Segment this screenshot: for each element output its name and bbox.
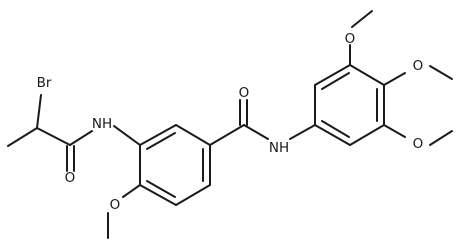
bond-ring2-ome-right [383,72,406,86]
bond-nh-ring [113,125,141,146]
ring1-inner-bond-3 [146,180,176,198]
bond-nh2-ring [289,124,316,140]
ring2-bond-e [349,124,385,146]
atom-labels: Br O NH O O NH O O O [37,31,424,213]
ring1-bond-b [175,124,211,146]
bond-ring2-ome-bottom [383,124,406,138]
bond-ome-bottom-methyl [429,130,453,146]
ring2-inner-bond-1 [321,72,350,90]
ring2-inner-bond-3 [321,120,350,138]
bond-ch-br [36,94,42,129]
atom-label-methoxy-oxygen-bottom: O [413,136,424,152]
atom-label-nh-1: NH [92,116,112,132]
bond-ch-carbonyl [36,127,71,146]
bond-methyl-ch [7,127,38,147]
atom-label-br: Br [37,75,52,91]
bond-ome-top-methyl [351,10,373,28]
bond-ring-ome [122,184,141,198]
bond-carbonyl-nh [69,130,93,146]
ring2-bond-b [314,64,351,86]
atom-label-amide-oxygen-2: O [239,85,250,101]
ring1-inner-bond-1 [146,132,176,150]
ring1-bond-a [139,124,177,146]
ring1-bond-e [139,184,177,206]
atom-label-amide-oxygen-1: O [65,170,76,186]
bond-ome-right-methyl [429,65,453,80]
ring2-bond-f [314,124,351,146]
atom-label-methoxy-oxygen-left: O [110,197,121,213]
ring1-bond-d [175,184,211,206]
bond-lines [7,10,453,239]
bond-carbonyl-nh2 [243,124,269,140]
atom-label-nh-2: NH [269,140,289,156]
atom-label-methoxy-oxygen-right: O [413,58,424,74]
bond-ring-carbonyl [209,124,245,146]
atom-label-methoxy-oxygen-top: O [345,31,356,47]
ring2-bond-c [349,64,385,86]
